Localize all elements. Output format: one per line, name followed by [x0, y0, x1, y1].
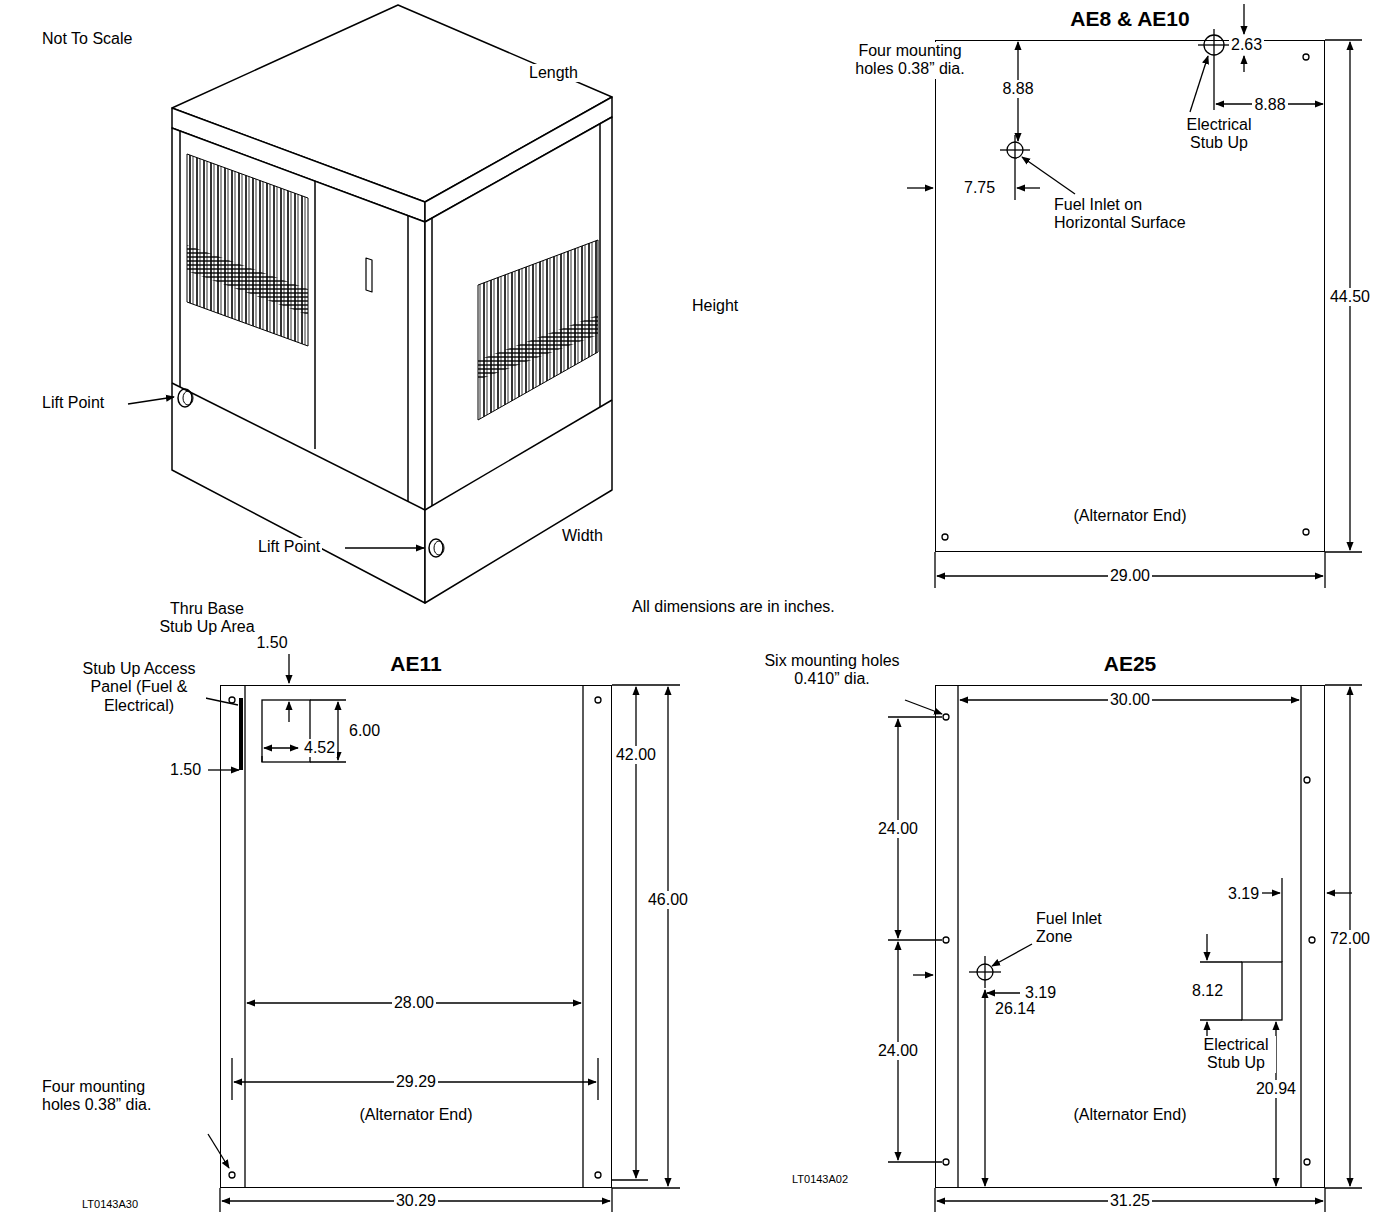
dimension: 1.50	[168, 761, 203, 779]
note: All dimensions are in inches.	[630, 598, 837, 616]
dimension: 44.50	[1328, 288, 1372, 306]
end-label: (Alternator End)	[1072, 1106, 1189, 1124]
ae11-plan-details	[140, 654, 680, 1212]
end-label: (Alternator End)	[1072, 507, 1189, 525]
dimension: 30.00	[1108, 691, 1152, 709]
plan-title: AE8 & AE10	[936, 7, 1324, 31]
end-label: (Alternator End)	[358, 1106, 475, 1124]
callout-label: Thru Base Stub Up Area	[150, 600, 264, 637]
dimension: 28.00	[392, 994, 436, 1012]
plan-title: AE25	[936, 652, 1324, 676]
drawing-number: LT0143A30	[80, 1198, 140, 1211]
axis-label: Length	[527, 64, 580, 82]
dimension: 1.50	[254, 634, 289, 652]
dimension: 24.00	[876, 820, 920, 838]
dimension: 72.00	[1328, 930, 1372, 948]
dimension: 26.14	[993, 1000, 1037, 1018]
leader-lines	[128, 397, 424, 548]
axis-label: Height	[690, 297, 740, 315]
ae25-plan-details	[888, 685, 1362, 1212]
callout-label: Fuel Inlet on Horizontal Surface	[1052, 196, 1206, 233]
dimension: 24.00	[876, 1042, 920, 1060]
callout-label: Six mounting holes 0.410” dia.	[760, 652, 904, 689]
dimension: 7.75	[962, 179, 997, 197]
dimension: 6.00	[347, 722, 382, 740]
callout-label: Lift Point	[40, 394, 106, 412]
dimension: 8.88	[1252, 96, 1287, 114]
dimension: 42.00	[614, 746, 658, 764]
dimension: 4.52	[302, 739, 337, 757]
callout-label: Four mounting holes 0.38” dia.	[40, 1078, 164, 1115]
dimension: 46.00	[646, 891, 690, 909]
callout-label: Electrical Stub Up	[1172, 116, 1266, 153]
dimension: 31.25	[1108, 1192, 1152, 1210]
dimension: 8.88	[1000, 80, 1035, 98]
note: Not To Scale	[40, 30, 134, 48]
dimension: 30.29	[394, 1192, 438, 1210]
axis-label: Width	[560, 527, 605, 545]
dimension: 20.94	[1254, 1080, 1298, 1098]
dimension: 29.00	[1108, 567, 1152, 585]
dimension: 3.19	[1226, 885, 1261, 903]
plan-title: AE11	[221, 652, 611, 676]
dimension: 8.12	[1190, 982, 1225, 1000]
callout-label: Stub Up Access Panel (Fuel & Electrical)	[72, 660, 206, 715]
enclosure-illustration	[172, 5, 612, 603]
drawing-number: LT0143A02	[790, 1173, 850, 1186]
callout-label: Fuel Inlet Zone	[1034, 910, 1118, 947]
ae8-plan-details	[907, 4, 1362, 588]
dimension: 2.63	[1229, 36, 1264, 54]
callout-label: Lift Point	[256, 538, 322, 556]
callout-label: Electrical Stub Up	[1196, 1036, 1276, 1073]
dimension: 29.29	[394, 1073, 438, 1091]
callout-label: Four mounting holes 0.38” dia.	[838, 42, 982, 79]
plan-outline: AE8 & AE10	[935, 40, 1325, 552]
